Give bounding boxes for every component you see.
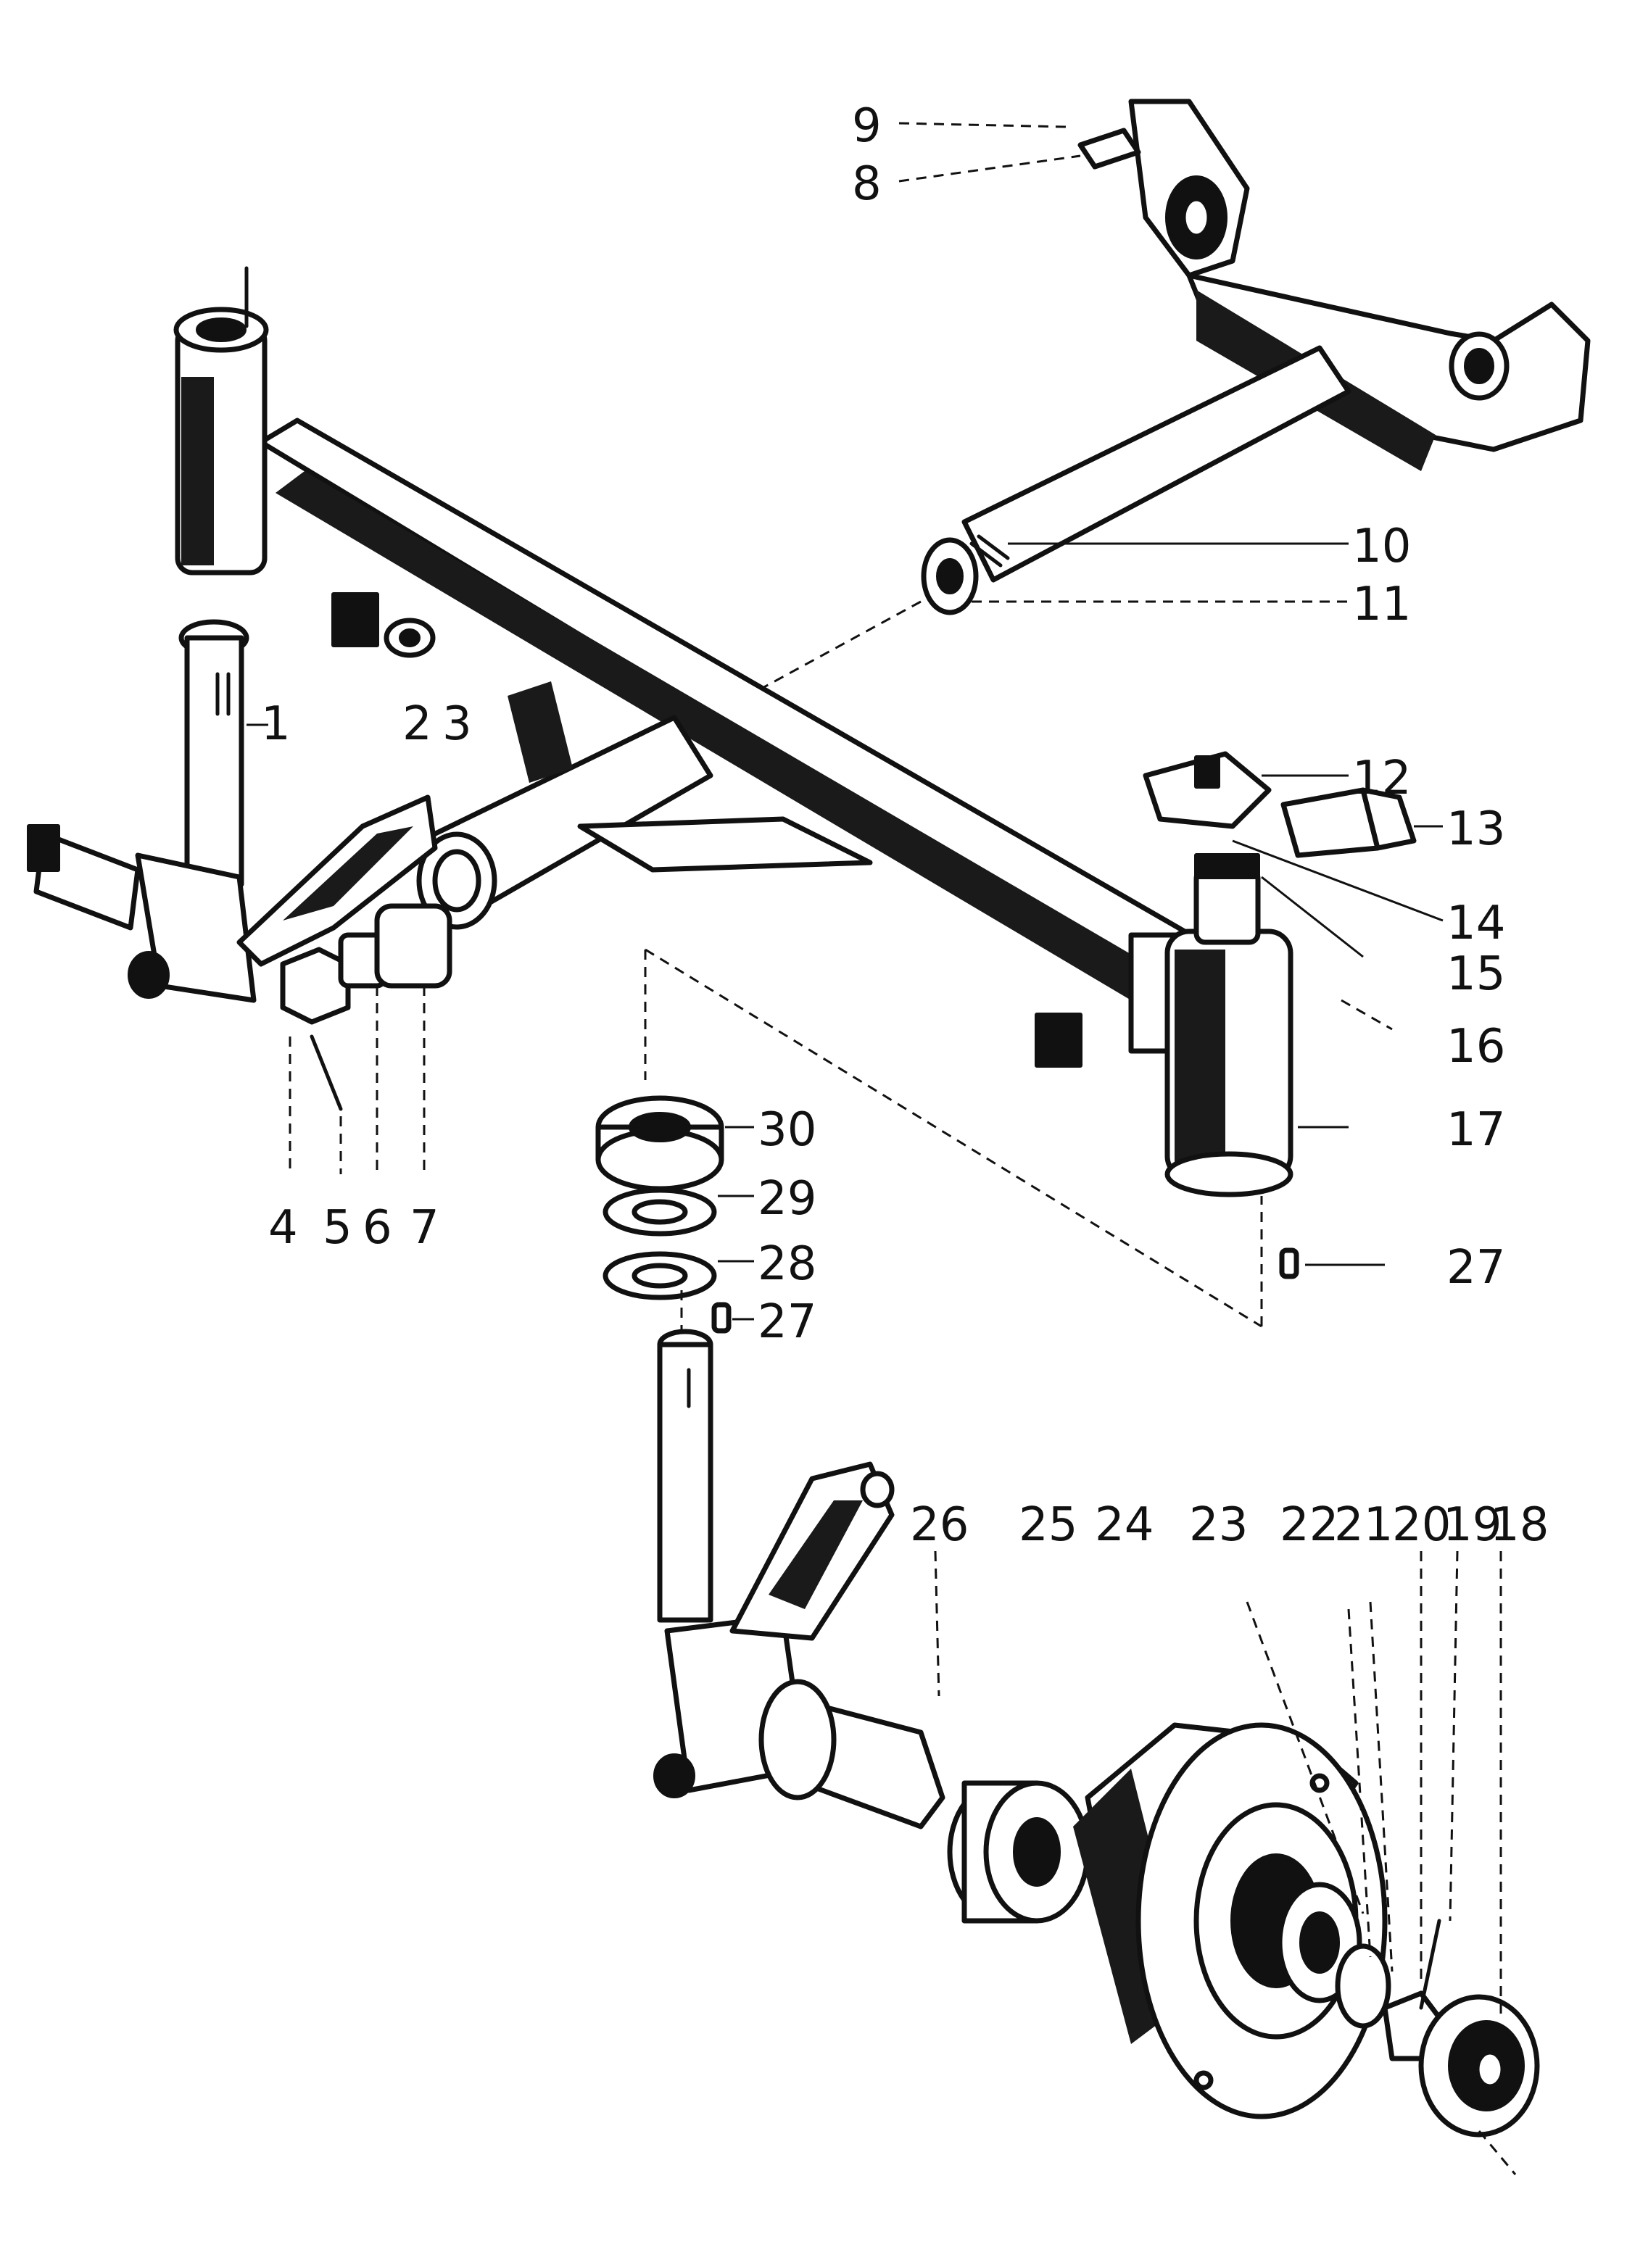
- label-29: 29: [758, 1172, 816, 1226]
- inner-bearing: [947, 1780, 1090, 1924]
- clamp-bolt: [1280, 787, 1417, 858]
- left-kingpin: [178, 619, 249, 887]
- left-stub-axle: [27, 794, 438, 1003]
- label-1: 1: [261, 697, 291, 751]
- label-7: 7: [410, 1201, 439, 1255]
- label-22: 22: [1280, 1498, 1338, 1552]
- hub-cap: [1418, 1994, 1540, 2138]
- label-2: 2: [402, 697, 432, 751]
- right-kingpin-cylinder: [1164, 853, 1293, 1197]
- beam-bolt: [384, 618, 436, 658]
- grease-nipple: [711, 1247, 1299, 1334]
- right-kingpin: [657, 1329, 713, 1623]
- torsion-tube: [921, 345, 1351, 615]
- bracket-bolt: [1077, 128, 1141, 170]
- label-10: 10: [1352, 520, 1411, 573]
- label-28: 28: [758, 1237, 816, 1291]
- label-16: 16: [1446, 1020, 1505, 1073]
- label-14: 14: [1446, 897, 1505, 950]
- thrust-washer-stack: [595, 1095, 724, 1300]
- part-labels: 1 2 3 4 5 6 7 8 9 10 11 12 13 14 15 16 1…: [261, 99, 1549, 1552]
- left-kingpin-housing: [173, 266, 269, 576]
- label-21: 21: [1334, 1498, 1393, 1552]
- label-17: 17: [1446, 1103, 1505, 1157]
- label-8: 8: [852, 157, 882, 211]
- label-11: 11: [1352, 578, 1411, 631]
- label-27b: 27: [1446, 1241, 1505, 1295]
- split-pin: [1419, 1919, 1441, 2010]
- label-20: 20: [1392, 1498, 1451, 1552]
- label-18: 18: [1490, 1498, 1549, 1552]
- label-5: 5: [323, 1201, 352, 1255]
- label-4: 4: [268, 1201, 298, 1255]
- label-15: 15: [1446, 947, 1505, 1001]
- label-13: 13: [1446, 802, 1505, 856]
- assembly-leaders: [644, 600, 1517, 2175]
- label-19: 19: [1443, 1498, 1502, 1552]
- label-leaders: [247, 122, 1502, 2015]
- label-26: 26: [910, 1498, 969, 1552]
- label-23: 23: [1189, 1498, 1248, 1552]
- label-9: 9: [852, 99, 882, 153]
- label-12: 12: [1352, 752, 1411, 805]
- label-3: 3: [442, 697, 472, 751]
- label-27a: 27: [758, 1295, 816, 1349]
- label-24: 24: [1095, 1498, 1154, 1552]
- label-25: 25: [1019, 1498, 1077, 1552]
- right-stub-axle: [653, 1461, 945, 1829]
- thrust-washer: [1335, 1943, 1391, 2029]
- tie-rod-end: [280, 903, 452, 1111]
- label-30: 30: [758, 1103, 816, 1157]
- label-6: 6: [363, 1201, 392, 1255]
- clamp-block: [1143, 751, 1272, 829]
